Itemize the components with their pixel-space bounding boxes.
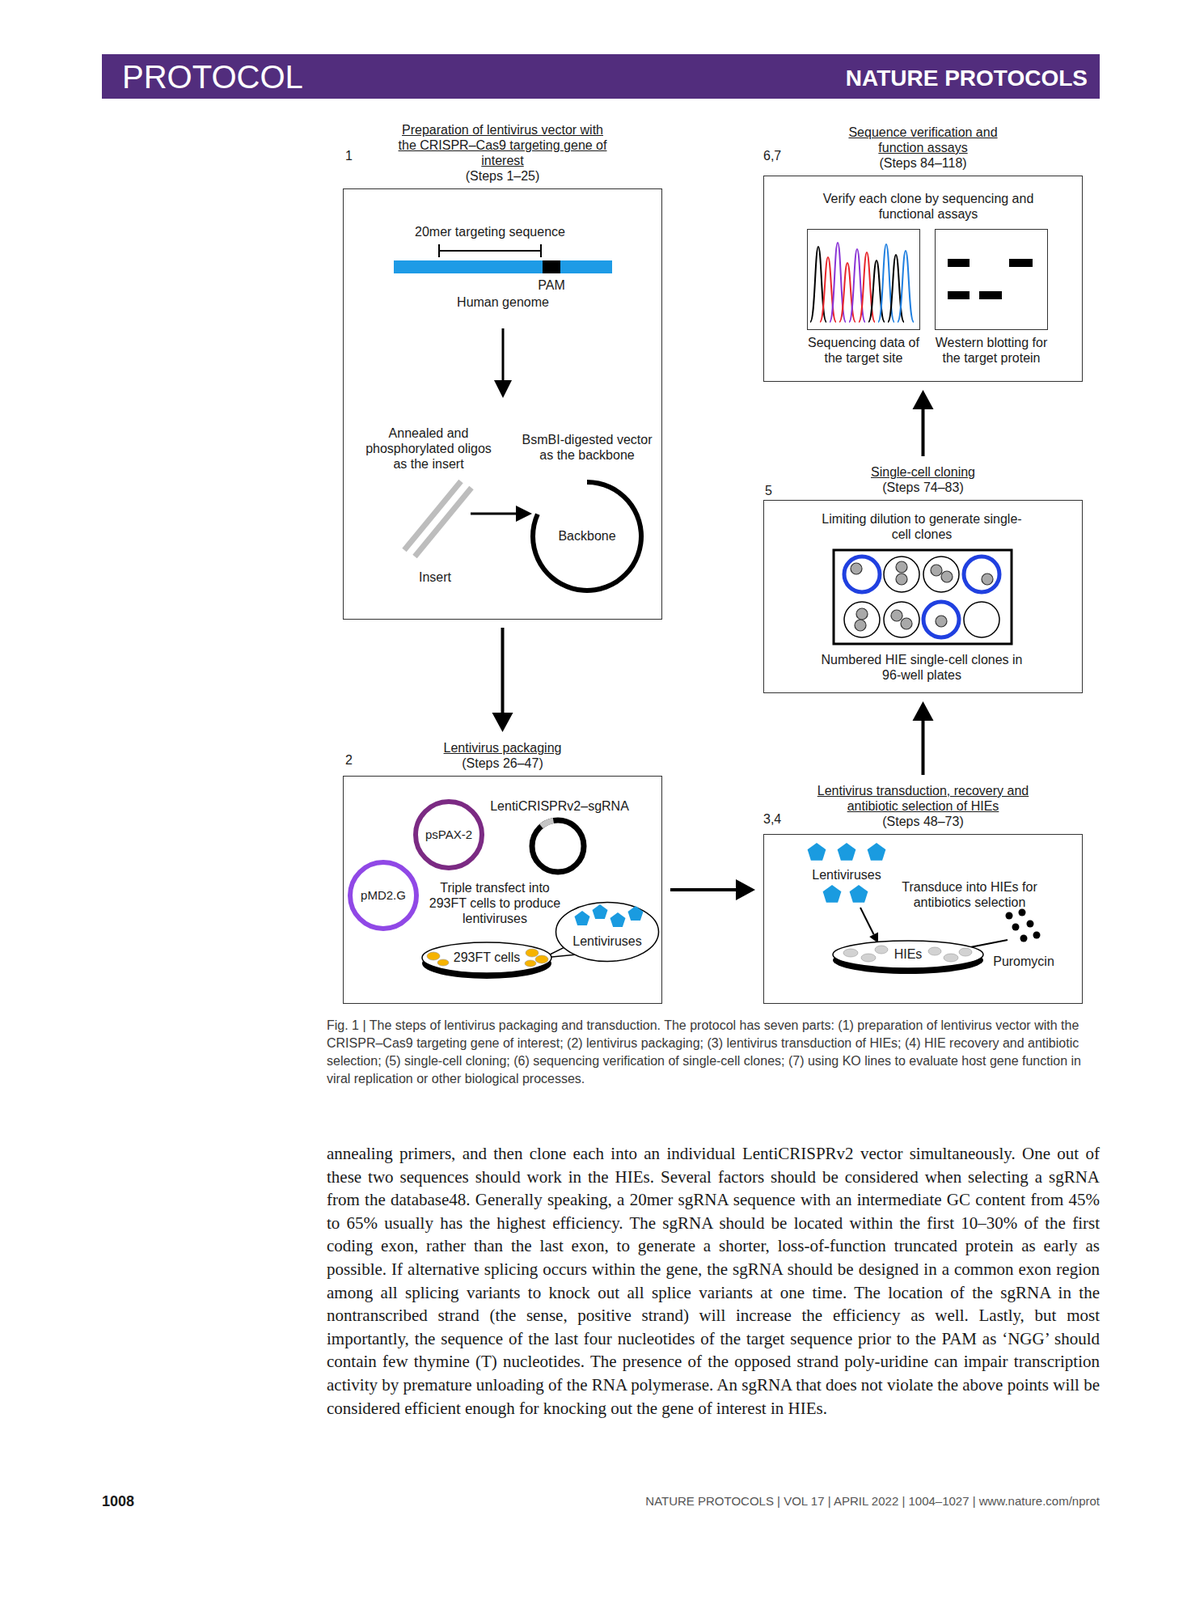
- flow-arrow: [492, 627, 514, 732]
- step-panel: Single-cell cloning(Steps 74–83): [763, 464, 1083, 693]
- section-tag: PROTOCOL: [122, 57, 446, 97]
- step-panel: Preparation of lentivirus vector with th…: [342, 122, 663, 620]
- arrow-head: [912, 389, 934, 410]
- node-text: Western blotting for the target protein: [928, 334, 1055, 366]
- node-text: 293FT cells: [420, 949, 554, 965]
- node-text: Sequence verification and function assay…: [834, 124, 1013, 156]
- drug-label: Puromycin: [987, 953, 1061, 969]
- western-bands: [947, 258, 1033, 300]
- node-text: psPAX-2: [413, 827, 485, 842]
- arrow-head: [912, 701, 934, 721]
- arrow-head: [735, 878, 756, 900]
- plasmid-ring: psPAX-2: [413, 798, 485, 871]
- node-text: Sequencing data of the target site: [800, 334, 927, 366]
- culture-dish: 293FT cells: [420, 937, 554, 984]
- node-text: Single-cell cloning: [818, 464, 1029, 480]
- panel-heading: Sequence verification and function assay…: [834, 124, 1013, 171]
- node-text: (Steps 26–47): [397, 755, 609, 771]
- panel-frame: Sequencing data of the target siteWester…: [763, 175, 1083, 382]
- node-text: HIEs: [831, 946, 985, 962]
- node-text: Backbone: [530, 528, 644, 544]
- part-number: 6,7: [763, 147, 796, 164]
- node-text: (Steps 74–83): [818, 479, 1029, 495]
- step-panel: Lentivirus packaging(Steps 26–47) psPAX-2…: [342, 739, 663, 1004]
- plasmid-ring: pMD2.G: [347, 859, 419, 931]
- step-panel: Sequence verification and function assay…: [763, 124, 1083, 382]
- sgrna-plasmid: [532, 819, 584, 872]
- step-arrow: [494, 328, 512, 398]
- arrow-shaft: [921, 718, 926, 775]
- node-text: (Steps 1–25): [397, 168, 609, 184]
- part-number: 2: [345, 751, 370, 768]
- clone-cells: [850, 561, 993, 631]
- body-text: annealing primers, and then clone each i…: [326, 1141, 1100, 1420]
- step-panel: Lentivirus transduction, recovery and an…: [763, 782, 1083, 1004]
- header-bar: [101, 54, 1100, 99]
- panel-heading: Single-cell cloning(Steps 74–83): [818, 464, 1029, 495]
- sequence-label: 20mer targeting sequence: [401, 223, 579, 240]
- transduction-note: Transduce into HIEs for antibiotics sele…: [896, 878, 1043, 910]
- panel-frame: psPAX-2 pMD2.G Lentiviruses293FT cells: [342, 775, 663, 1004]
- page-number: 1008: [101, 1491, 183, 1510]
- assay-frame: [934, 228, 1048, 330]
- node-text: Preparation of lentivirus vector with th…: [397, 122, 609, 169]
- panel-heading: Lentivirus packaging(Steps 26–47): [397, 739, 609, 771]
- ligation-arrow: [470, 505, 533, 522]
- node-text: Lentivirus transduction, recovery and an…: [802, 782, 1045, 814]
- assay-panel: Sequencing data of the target site: [800, 228, 927, 366]
- genome-bar: [393, 260, 613, 274]
- node-text: Lentivirus packaging: [397, 739, 609, 756]
- part-number: 5: [764, 482, 790, 499]
- panel-heading: Preparation of lentivirus vector with th…: [397, 122, 609, 184]
- plate-wells: [844, 556, 1000, 638]
- verify-note: Verify each clone by sequencing and func…: [806, 190, 1050, 222]
- arrow-shaft: [670, 887, 738, 892]
- flow-arrow: [912, 389, 934, 457]
- assay-panel: Western blotting for the target protein: [928, 228, 1055, 366]
- pam-block: [542, 260, 561, 274]
- vector-backbone: Backbone: [530, 479, 644, 593]
- node-text: (Steps 48–73): [802, 813, 1045, 829]
- flow-arrow: [912, 701, 934, 775]
- well-plate: [833, 549, 1012, 644]
- running-footer: NATURE PROTOCOLS | VOL 17 | APRIL 2022 |…: [533, 1493, 1100, 1509]
- insert-label: Insert: [406, 569, 464, 585]
- panel-frame: HIEs: [763, 833, 1083, 1004]
- target-bracket: [439, 244, 541, 258]
- flow-arrow: [670, 878, 756, 900]
- node-shape: [554, 900, 660, 963]
- arrow-shaft: [501, 627, 505, 714]
- journal-name: NATURE PROTOCOLS: [764, 64, 1088, 93]
- insert-oligos: [404, 481, 472, 557]
- arrow-shaft: [921, 407, 926, 457]
- genome-label: Human genome: [438, 294, 568, 310]
- node-text: pMD2.G: [347, 887, 419, 903]
- virus-label: Lentiviruses: [806, 866, 888, 883]
- part-number: 1: [345, 147, 370, 164]
- plasmid-label: LentiCRISPRv2–sgRNA: [478, 798, 641, 814]
- node-text: (Steps 84–118): [834, 155, 1013, 171]
- part-number: 3,4: [763, 811, 796, 827]
- figure-caption: Fig. 1 | The steps of lentivirus packagi…: [326, 1016, 1100, 1088]
- virus-bubble: Lentiviruses: [554, 900, 660, 963]
- insert-caption: Annealed and phosphorylated oligos as th…: [362, 425, 496, 472]
- pam-label: PAM: [527, 277, 576, 293]
- plate-caption: Numbered HIE single-cell clones in 96-we…: [816, 651, 1027, 683]
- arrow-head: [492, 712, 514, 732]
- chromatogram: [810, 242, 914, 322]
- node-text: Lentiviruses: [554, 933, 660, 949]
- panel-frame: Backbone: [342, 188, 663, 620]
- vector-caption: BsmBI-digested vector as the backbone: [518, 431, 656, 463]
- panel-frame: [763, 499, 1083, 693]
- assay-frame: [806, 228, 921, 330]
- puromycin-dots: [1005, 908, 1041, 943]
- cloning-note: Limiting dilution to generate single-cel…: [820, 511, 1023, 542]
- culture-dish: HIEs: [831, 936, 985, 979]
- transduction-arrow: [860, 907, 879, 943]
- panel-heading: Lentivirus transduction, recovery and an…: [802, 782, 1045, 829]
- transfection-note: Triple transfect into 293FT cells to pro…: [425, 879, 565, 926]
